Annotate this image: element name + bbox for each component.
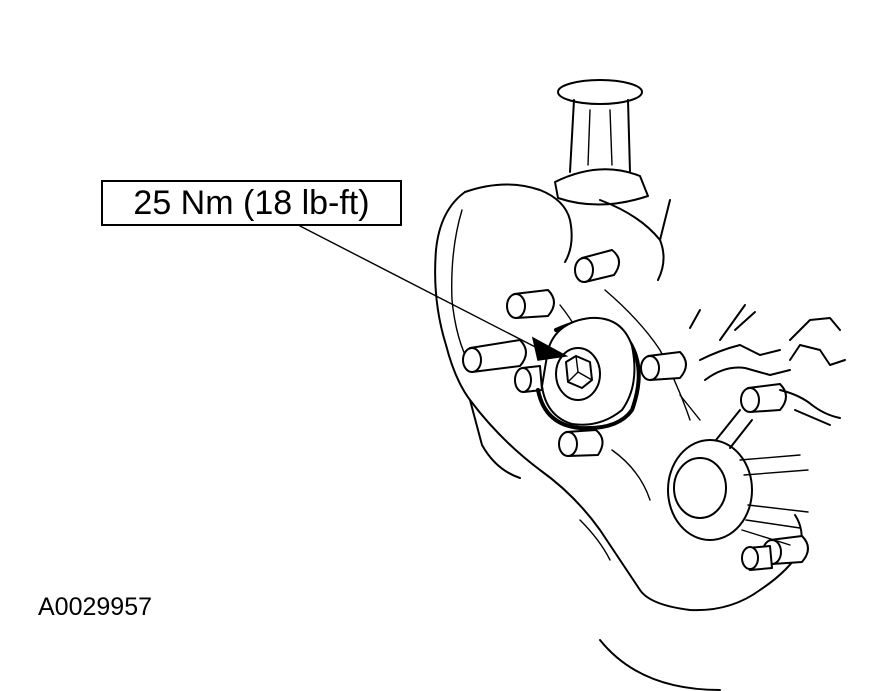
mounting-studs — [462, 249, 809, 571]
engine-housing — [434, 183, 803, 691]
leader-line — [299, 225, 569, 361]
leader-arrowhead-icon — [531, 336, 569, 361]
crank-pulley — [667, 409, 809, 546]
torque-callout: 25 Nm (18 lb-ft) — [101, 180, 402, 226]
idler-pulley — [536, 316, 641, 431]
upper-pipe — [554, 79, 649, 206]
figure-id: A0029957 — [38, 593, 153, 621]
right-side-brackets — [679, 304, 846, 426]
torque-label: 25 Nm (18 lb-ft) — [133, 183, 370, 222]
